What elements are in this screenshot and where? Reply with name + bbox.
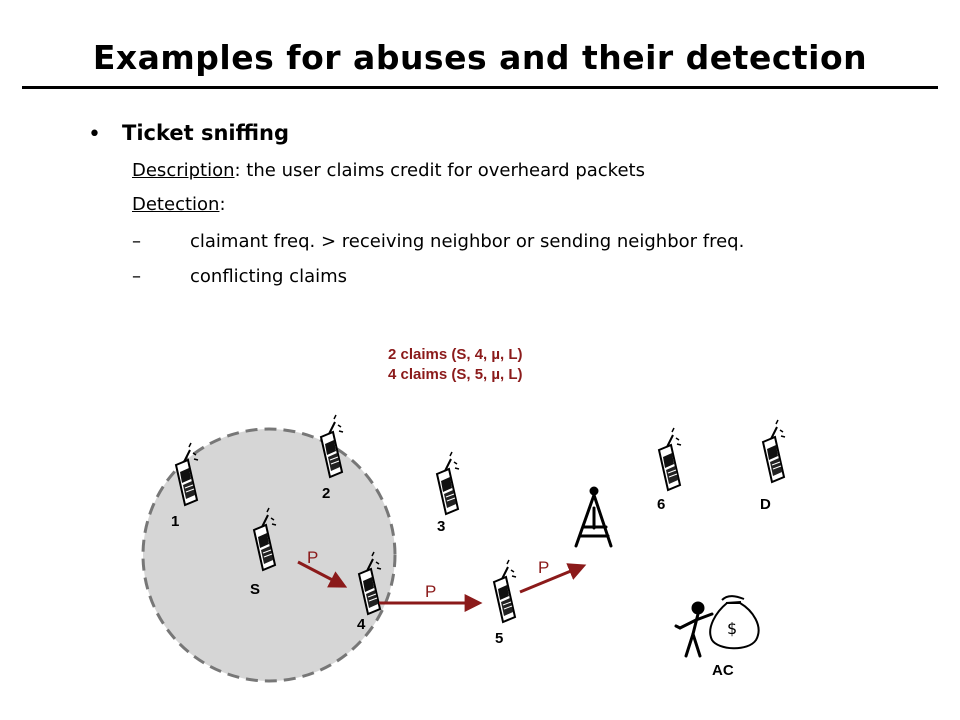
detection-line: Detection:	[132, 194, 226, 215]
claim-line-2: 4 claims (S, 5, µ, L)	[388, 366, 523, 383]
money-bag-icon: $	[709, 595, 760, 650]
item-dash-2: –	[132, 266, 141, 287]
money-symbol: $	[727, 619, 737, 638]
detection-label: Detection	[132, 194, 220, 215]
slide-title: Examples for abuses and their detection	[92, 38, 868, 77]
phone-icon-6	[658, 427, 682, 491]
detection-suffix: :	[219, 194, 226, 215]
title-rule	[22, 86, 938, 89]
claim-line-1: 2 claims (S, 4, µ, L)	[388, 346, 523, 363]
description-label: Description	[132, 160, 235, 181]
node-label-4: 4	[357, 616, 366, 633]
item-dash-1: –	[132, 231, 141, 252]
detection-item-1: claimant freq. > receiving neighbor or s…	[190, 231, 745, 252]
description-text: : the user claims credit for overheard p…	[234, 160, 645, 181]
phone-icon-d	[762, 419, 786, 483]
packet-label-1: P	[307, 548, 318, 567]
detection-item-2: conflicting claims	[190, 266, 348, 287]
packet-arrow-s-to-4	[297, 560, 348, 588]
description-line: Description: the user claims credit for …	[132, 160, 645, 181]
stick-figure-icon	[674, 601, 714, 658]
bullet-heading: Ticket sniffing	[122, 121, 290, 145]
packet-label-2: P	[425, 582, 436, 601]
base-station-icon	[574, 486, 613, 548]
node-label-s: S	[250, 581, 260, 598]
node-label-3: 3	[437, 518, 445, 535]
node-label-5: 5	[495, 630, 503, 647]
node-label-1: 1	[171, 513, 179, 530]
accounting-center-label: AC	[712, 662, 734, 679]
bullet-marker: •	[88, 122, 101, 147]
node-label-2: 2	[322, 485, 330, 502]
phone-icon-3	[436, 451, 460, 515]
packet-arrow-5-to-tower	[519, 563, 587, 594]
packet-label-3: P	[538, 558, 549, 577]
phone-icon-5	[493, 559, 517, 623]
node-label-d: D	[760, 496, 771, 513]
node-label-6: 6	[657, 496, 665, 513]
